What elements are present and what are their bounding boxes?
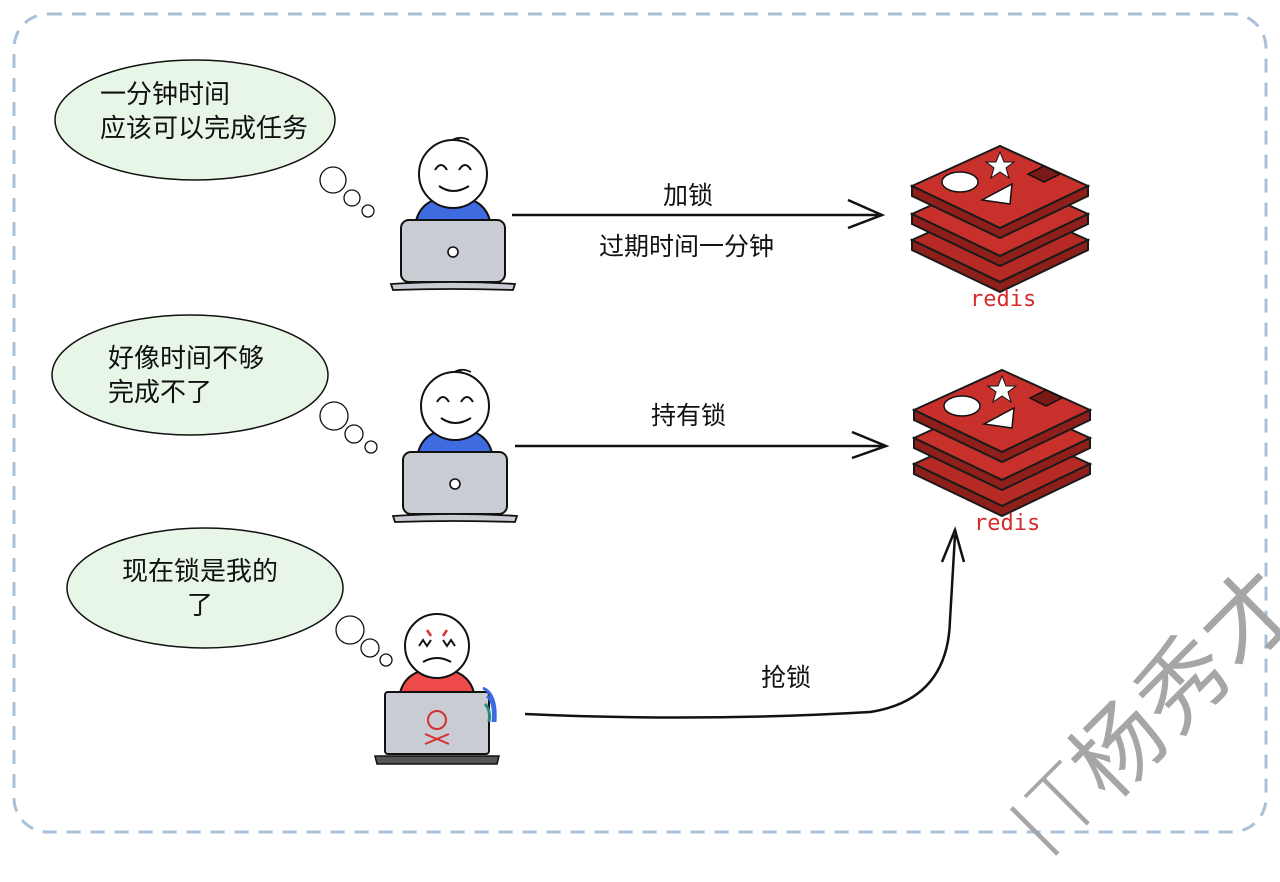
redis-icon bbox=[911, 145, 1089, 293]
redis-icon bbox=[913, 369, 1091, 517]
happy-user-icon bbox=[390, 136, 516, 291]
bubble-text-2: 好像时间不够 完成不了 bbox=[108, 344, 265, 408]
frame-border bbox=[12, 12, 1268, 834]
thought-bubble-2 bbox=[51, 314, 378, 454]
arrow-hold bbox=[515, 430, 890, 460]
bubble-text-3: 现在锁是我的 了 bbox=[122, 557, 279, 621]
arrow-label-lock: 加锁 bbox=[663, 181, 714, 210]
arrow-lock bbox=[512, 198, 886, 230]
arrow-label-hold: 持有锁 bbox=[651, 401, 727, 430]
diagram-canvas bbox=[12, 12, 1268, 834]
angry-attacker-icon bbox=[374, 613, 500, 765]
arrow-label-expire: 过期时间一分钟 bbox=[599, 232, 775, 261]
redis-label: redis bbox=[970, 287, 1037, 312]
redis-label: redis bbox=[974, 511, 1041, 536]
arrow-grab bbox=[524, 526, 966, 719]
thought-bubble-3 bbox=[66, 527, 393, 667]
happy-user-icon bbox=[392, 368, 518, 523]
arrow-label-grab: 抢锁 bbox=[761, 663, 812, 692]
thought-bubble-1 bbox=[54, 59, 375, 218]
bubble-text-1: 一分钟时间 应该可以完成任务 bbox=[100, 80, 309, 144]
